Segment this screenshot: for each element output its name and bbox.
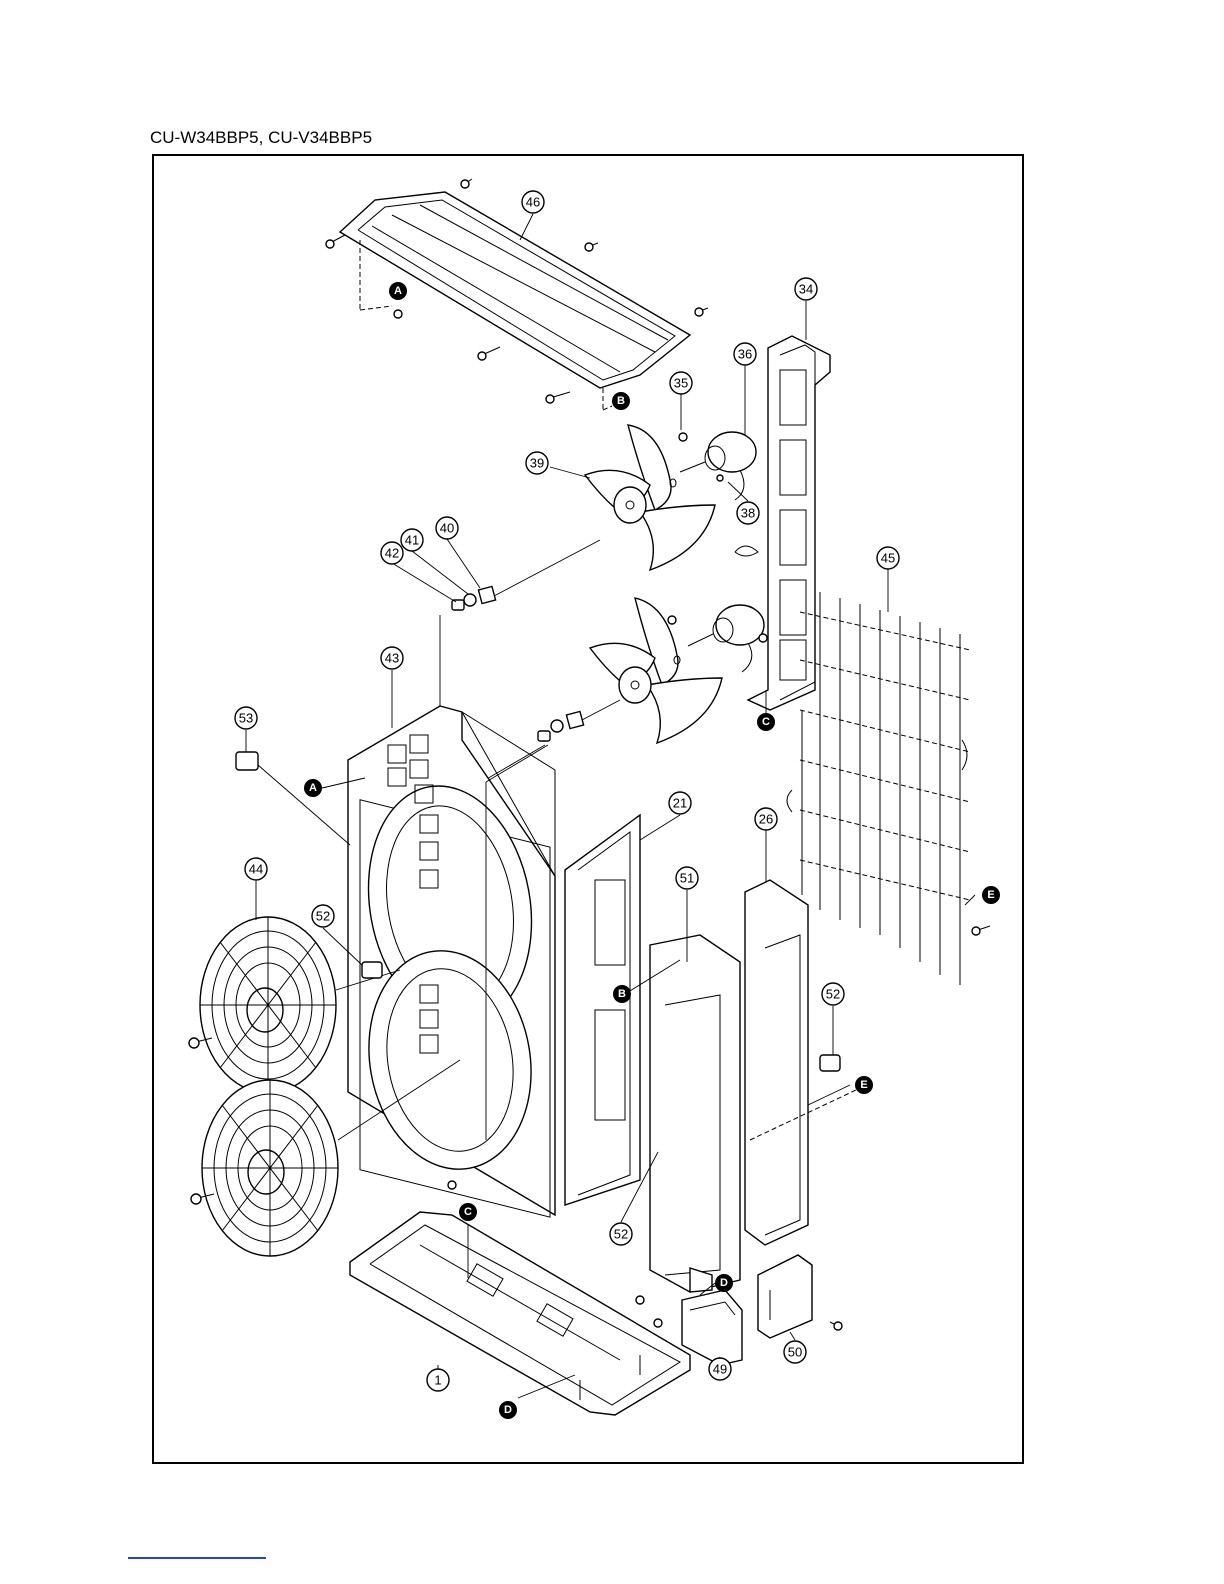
callout-35: 35 <box>670 372 692 394</box>
callout-36: 36 <box>734 343 756 365</box>
svg-text:E: E <box>987 889 994 901</box>
callout-49: 49 <box>709 1358 731 1380</box>
fan-guard-upper <box>200 917 336 1093</box>
callout-43: 43 <box>381 647 403 669</box>
svg-text:43: 43 <box>385 651 399 666</box>
ref-marker-b: B <box>613 985 631 1003</box>
ref-marker-e: E <box>982 886 1000 904</box>
fan-guard-lower <box>202 1080 338 1256</box>
svg-text:B: B <box>617 395 625 407</box>
callout-52: 52 <box>610 1223 632 1245</box>
fan-motor-lower <box>688 605 764 672</box>
ref-marker-e: E <box>855 1076 873 1094</box>
fan-motor-upper <box>680 432 756 500</box>
callout-42: 42 <box>381 542 403 564</box>
callout-45: 45 <box>877 547 899 569</box>
svg-text:42: 42 <box>385 546 399 561</box>
side-panel-front <box>650 935 740 1292</box>
svg-text:26: 26 <box>759 812 773 827</box>
svg-text:44: 44 <box>249 862 263 877</box>
svg-text:C: C <box>464 1206 472 1218</box>
svg-text:52: 52 <box>316 909 330 924</box>
svg-text:45: 45 <box>881 551 895 566</box>
svg-text:52: 52 <box>826 987 840 1002</box>
callout-39: 39 <box>526 452 548 474</box>
callout-44: 44 <box>245 858 267 880</box>
svg-text:49: 49 <box>713 1362 727 1377</box>
svg-text:D: D <box>720 1277 728 1289</box>
ref-marker-c: C <box>757 713 775 731</box>
propeller-fan-upper <box>585 425 715 570</box>
callout-1: 1 <box>427 1369 449 1391</box>
ref-marker-d: D <box>715 1274 733 1292</box>
svg-text:46: 46 <box>526 195 540 210</box>
shaft-line <box>485 745 545 780</box>
svg-text:52: 52 <box>614 1227 628 1242</box>
callout-52: 52 <box>312 905 334 927</box>
callout-52: 52 <box>822 983 844 1005</box>
ref-marker-d: D <box>499 1401 517 1419</box>
top-panel <box>340 192 690 410</box>
propeller-fan-lower <box>590 598 722 743</box>
svg-text:36: 36 <box>738 347 752 362</box>
svg-text:21: 21 <box>673 796 687 811</box>
svg-text:38: 38 <box>741 506 755 521</box>
callout-41: 41 <box>401 529 423 551</box>
shaft-line <box>494 540 600 596</box>
svg-text:1: 1 <box>434 1373 441 1388</box>
callout-53: 53 <box>235 707 257 729</box>
side-panel-rear <box>745 880 808 1245</box>
callout-50: 50 <box>784 1341 806 1363</box>
svg-text:C: C <box>762 716 770 728</box>
callout-26: 26 <box>755 808 777 830</box>
callout-51: 51 <box>676 867 698 889</box>
svg-text:51: 51 <box>680 871 694 886</box>
svg-text:B: B <box>618 988 626 1000</box>
wire-clip <box>735 546 758 556</box>
svg-text:35: 35 <box>674 376 688 391</box>
svg-text:E: E <box>860 1079 867 1091</box>
svg-text:D: D <box>504 1404 512 1416</box>
svg-text:A: A <box>309 782 317 794</box>
svg-text:39: 39 <box>530 456 544 471</box>
svg-text:53: 53 <box>239 711 253 726</box>
svg-text:40: 40 <box>440 521 454 536</box>
control-bracket <box>758 1255 812 1338</box>
shaft-line <box>582 700 620 720</box>
ref-marker-c: C <box>459 1203 477 1221</box>
base-pan <box>350 1212 690 1415</box>
callout-40: 40 <box>436 517 458 539</box>
ref-marker-b: B <box>612 392 630 410</box>
callout-21: 21 <box>669 792 691 814</box>
motor-bracket <box>748 336 830 710</box>
callout-34: 34 <box>795 278 817 300</box>
ref-marker-a: A <box>304 779 322 797</box>
callout-46: 46 <box>522 191 544 213</box>
svg-text:A: A <box>394 285 402 297</box>
callout-38: 38 <box>737 502 759 524</box>
svg-text:50: 50 <box>788 1345 802 1360</box>
terminal-cover <box>682 1290 742 1365</box>
svg-text:34: 34 <box>799 282 813 297</box>
ref-marker-a: A <box>389 282 407 300</box>
svg-text:41: 41 <box>405 533 419 548</box>
footer-rule <box>128 1557 266 1559</box>
